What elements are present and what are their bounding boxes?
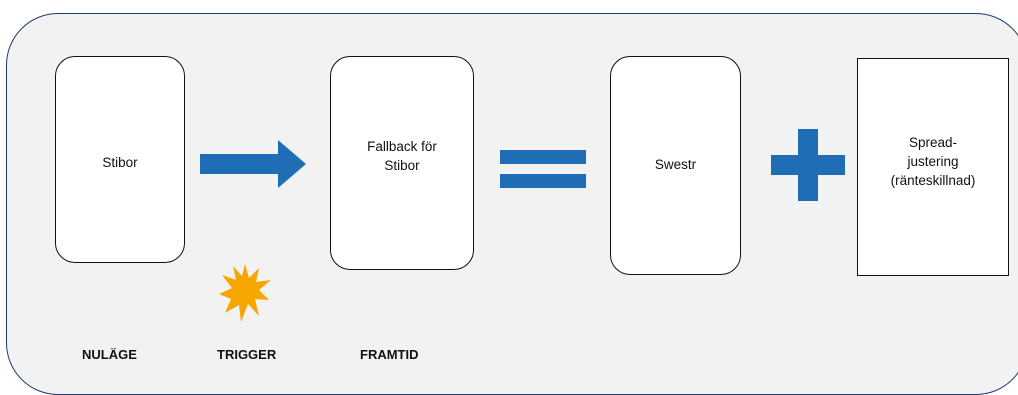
fallback-box: Fallback för Stibor — [330, 56, 474, 270]
swestr-box-label: Swestr — [654, 157, 697, 172]
spread-box-label: Spread- justering (ränteskillnad) — [890, 135, 976, 188]
swestr-box: Swestr — [610, 56, 741, 275]
trigger-label: TRIGGER — [217, 347, 277, 362]
stibor-box-label: Stibor — [102, 155, 138, 170]
fallback-box-label: Fallback för Stibor — [367, 139, 437, 173]
framtid-label: FRAMTID — [360, 347, 419, 362]
stibor-box: Stibor — [55, 56, 185, 263]
trigger-burst-icon — [219, 264, 271, 322]
nulage-label: NULÄGE — [82, 347, 137, 362]
plus-icon — [771, 129, 845, 201]
spread-box: Spread- justering (ränteskillnad) — [857, 58, 1009, 276]
right-arrow-icon — [200, 140, 306, 188]
equals-icon — [500, 150, 586, 188]
